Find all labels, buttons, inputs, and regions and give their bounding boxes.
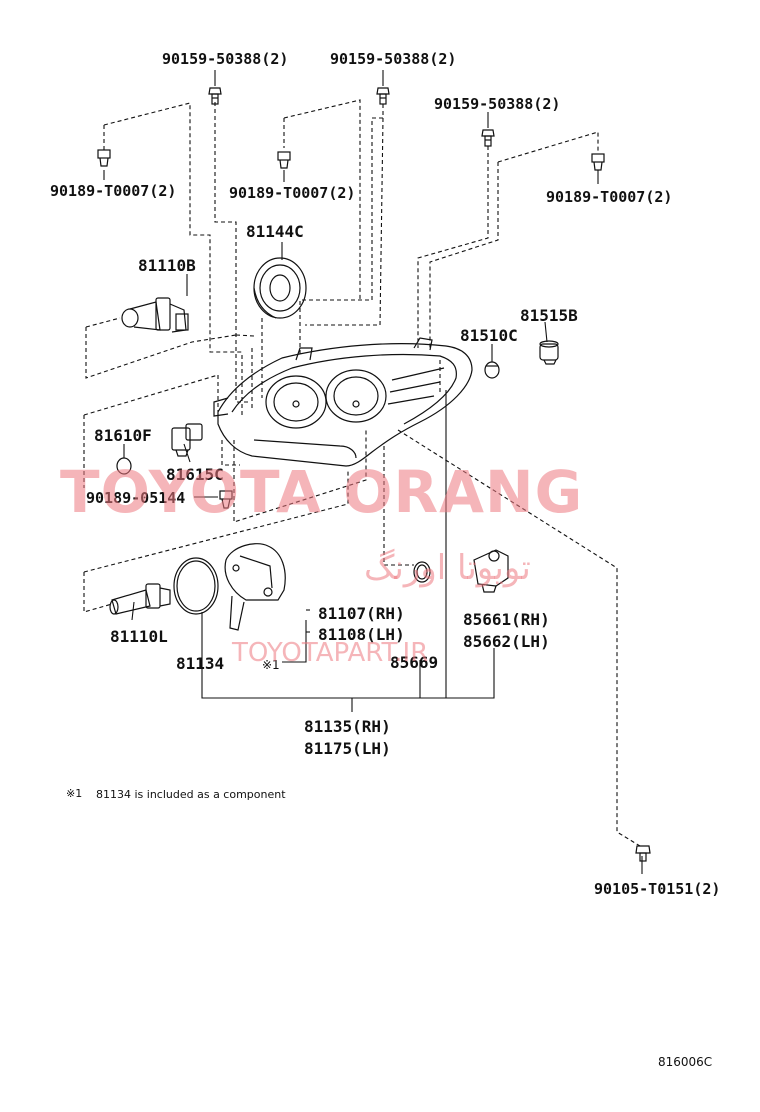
dashed-leaders-upper: [83, 99, 641, 847]
headlamp-assembly: [213, 337, 473, 467]
label-90189-t0007-left: 90189-T0007(2): [50, 182, 177, 200]
bulb-81510c: [484, 361, 500, 379]
label-81134: 81134: [176, 654, 225, 673]
cap-81144c: [253, 257, 307, 319]
label-81108-lh: 81108(LH): [318, 625, 405, 644]
label-90159-50388-center: 90159-50388(2): [330, 50, 457, 68]
socket-81515b: [539, 340, 559, 365]
label-90189-t0007-center: 90189-T0007(2): [229, 184, 356, 202]
label-81515b: 81515B: [520, 306, 578, 325]
watermark-site: TOYOTAPART.IR: [232, 638, 429, 668]
label-90159-50388-right: 90159-50388(2): [434, 95, 561, 113]
label-85662-lh: 85662(LH): [463, 632, 550, 651]
label-81110b: 81110B: [138, 256, 196, 275]
label-81110l: 81110L: [110, 627, 168, 646]
label-81144c: 81144C: [246, 222, 304, 241]
label-81615c: 81615C: [166, 465, 224, 484]
label-90159-50388-left: 90159-50388(2): [162, 50, 289, 68]
component-marker: ※1: [262, 658, 280, 672]
diagram-code: 816006C: [658, 1055, 713, 1069]
bulb-81110b: [121, 297, 189, 333]
solid-leaders: [103, 70, 643, 874]
label-90189-05144: 90189-05144: [86, 489, 186, 507]
gasket-85669: [413, 561, 431, 583]
watermark-persian: تویوتا اورنگ: [364, 548, 531, 588]
footnote-text: 81134 is included as a component: [96, 788, 286, 801]
label-90189-t0007-right: 90189-T0007(2): [546, 188, 673, 206]
label-81510c: 81510C: [460, 326, 518, 345]
cover-81107: [224, 543, 286, 631]
label-81107-rh: 81107(RH): [318, 604, 405, 623]
fasteners: [97, 87, 651, 862]
socket-81615c: [171, 423, 203, 457]
label-85669: 85669: [390, 653, 439, 672]
label-81610f: 81610F: [94, 426, 152, 445]
label-90105-t0151: 90105-T0151(2): [594, 880, 721, 898]
bulb-81610f: [116, 457, 132, 475]
ring-81134: [173, 557, 219, 615]
label-85661-rh: 85661(RH): [463, 610, 550, 629]
bulb-81110l: [109, 583, 171, 615]
motor-85661: [473, 549, 509, 593]
footnote-mark: ※1: [66, 787, 83, 800]
label-81175-lh: 81175(LH): [304, 739, 391, 758]
label-81135-rh: 81135(RH): [304, 717, 391, 736]
watermark-main: TOYOTA ORANG: [60, 458, 584, 526]
